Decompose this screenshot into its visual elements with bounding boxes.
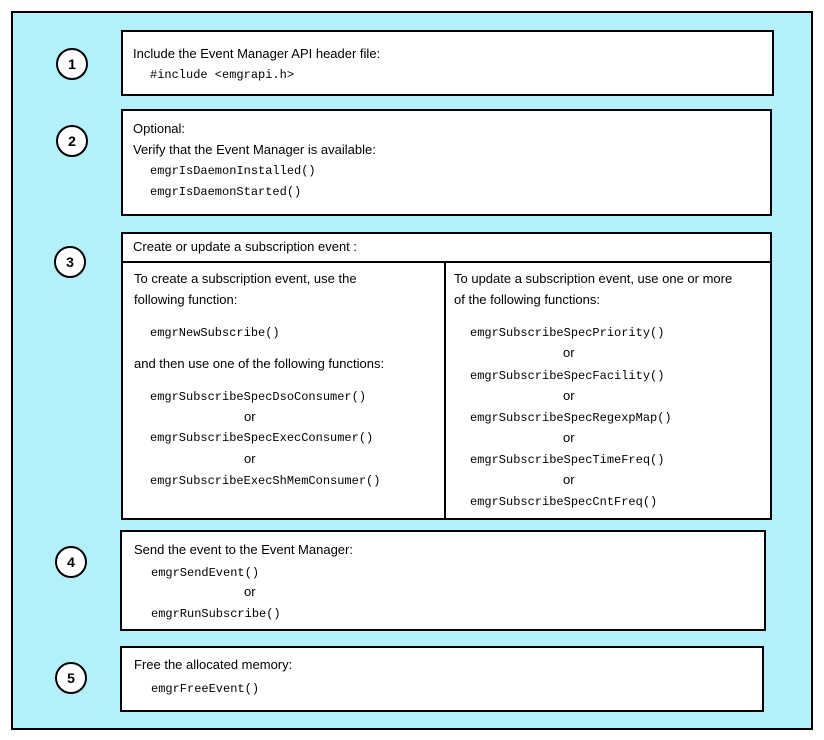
update-or-3: or [563,430,575,445]
step-3-column-divider [444,261,446,520]
step-3-box [121,232,772,520]
update-or-1: or [563,345,575,360]
create-or-1: or [244,409,256,424]
step-4-box [120,530,766,631]
step-5-number: 5 [55,662,87,694]
step-4-code-1: emgrSendEvent() [151,566,260,580]
create-function-2: emgrSubscribeSpecExecConsumer() [150,431,374,445]
update-or-4: or [563,472,575,487]
step-1-heading: Include the Event Manager API header fil… [133,46,381,61]
step-5-code: emgrFreeEvent() [151,682,260,696]
step-3-number: 3 [54,246,86,278]
step-2-box [121,109,772,216]
update-function-1: emgrSubscribeSpecPriority() [470,326,665,340]
update-or-2: or [563,388,575,403]
step-1-code: #include <emgrapi.h> [150,68,295,82]
step-4-number: 4 [55,546,87,578]
update-intro-1: To update a subscription event, use one … [454,271,733,286]
create-intro-2: following function: [134,292,238,307]
step-2-code-1: emgrIsDaemonInstalled() [150,164,316,178]
step-3-heading: Create or update a subscription event : [133,239,358,254]
create-function-1: emgrSubscribeSpecDsoConsumer() [150,390,367,404]
step-3-divider [121,261,772,263]
create-function-3: emgrSubscribeExecShMemConsumer() [150,474,381,488]
step-5-box [120,646,764,712]
step-2-number: 2 [56,125,88,157]
create-or-2: or [244,451,256,466]
update-function-5: emgrSubscribeSpecCntFreq() [470,495,658,509]
create-then: and then use one of the following functi… [134,356,385,371]
step-2-optional: Optional: [133,121,186,136]
step-4-heading: Send the event to the Event Manager: [134,542,353,557]
step-1-box [121,30,774,96]
create-intro-1: To create a subscription event, use the [134,271,357,286]
step-2-heading: Verify that the Event Manager is availab… [133,142,376,157]
update-function-4: emgrSubscribeSpecTimeFreq() [470,453,665,467]
step-2-code-2: emgrIsDaemonStarted() [150,185,302,199]
step-1-number: 1 [56,48,88,80]
step-4-or: or [244,584,256,599]
step-5-heading: Free the allocated memory: [134,657,293,672]
create-main-function: emgrNewSubscribe() [150,326,280,340]
step-4-code-2: emgrRunSubscribe() [151,607,281,621]
update-intro-2: of the following functions: [454,292,600,307]
update-function-2: emgrSubscribeSpecFacility() [470,369,665,383]
update-function-3: emgrSubscribeSpecRegexpMap() [470,411,672,425]
